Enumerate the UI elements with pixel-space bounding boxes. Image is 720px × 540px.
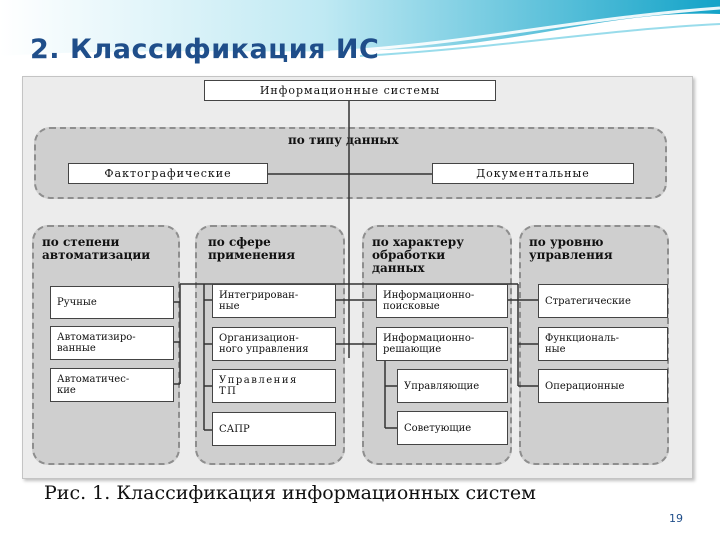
node-factographic: Фактографические [68, 163, 268, 184]
group-application-label: по сфере применения [208, 235, 296, 262]
figure-caption: Рис. 1. Классификация информационных сис… [44, 482, 536, 504]
node-cad: САПР [212, 412, 336, 446]
node-advising: Советующие [397, 411, 508, 445]
node-integrated: Интегрирован- ные [212, 284, 336, 318]
node-automated: Автоматизиро- ванные [50, 326, 174, 360]
slide-title: 2. Классификация ИС [30, 34, 380, 65]
node-controlling: Управляющие [397, 369, 508, 403]
node-manual: Ручные [50, 286, 174, 319]
node-documentary: Документальные [432, 163, 634, 184]
page-number: 19 [669, 512, 683, 525]
node-strategic: Стратегические [538, 284, 668, 318]
group-processing-label: по характеру обработки данных [372, 235, 464, 275]
node-functional: Функциональ- ные [538, 327, 668, 361]
header-wave [0, 0, 720, 57]
root-node: Информационные системы [204, 80, 496, 101]
node-info-retrieval: Информационно- поисковые [376, 284, 508, 318]
node-info-solving: Информационно- решающие [376, 327, 508, 361]
node-operational: Операционные [538, 369, 668, 403]
node-org-management: Организацион- ного управления [212, 327, 336, 361]
node-process-control: Управления ТП [212, 369, 336, 403]
group-data-type-label: по типу данных [288, 133, 399, 147]
node-automatic: Автоматичес- кие [50, 368, 174, 402]
group-management-label: по уровню управления [529, 235, 613, 262]
group-automation-label: по степени автоматизации [42, 235, 151, 262]
